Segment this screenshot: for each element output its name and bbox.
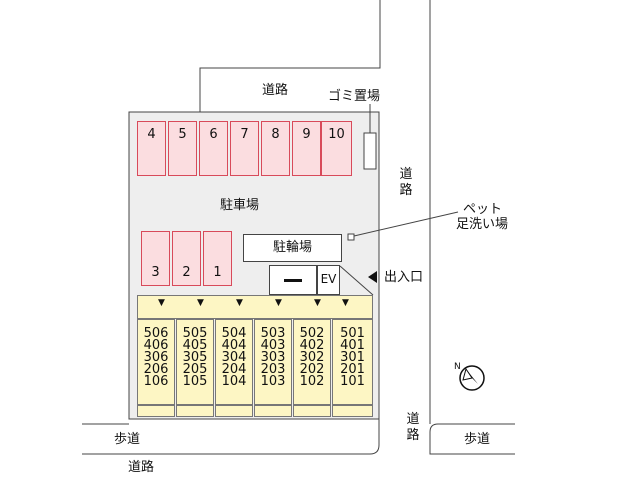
unit-column: 501 401 301 201 101 [332, 319, 373, 405]
unit-number: 304 [221, 350, 247, 365]
unit-number: 306 [143, 350, 169, 365]
garbage-box [363, 132, 377, 170]
parking-stall: 2 [172, 231, 201, 286]
unit-number: 206 [143, 362, 169, 377]
unit-number: 403 [260, 338, 286, 353]
unit-number: 305 [182, 350, 208, 365]
left-sidewalk-bottom [82, 419, 380, 455]
parking-stall: 4 [137, 121, 166, 176]
unit-number: 104 [221, 374, 247, 389]
sidewalk-left-label: 歩道 [114, 432, 141, 447]
svg-text:N: N [454, 362, 461, 372]
unit-number: 302 [299, 350, 325, 365]
unit-number: 202 [299, 362, 325, 377]
stair-box [269, 265, 317, 295]
unit-number: 301 [340, 350, 365, 365]
unit-number: 303 [260, 350, 286, 365]
parking-stall: 3 [141, 231, 170, 286]
unit-number: 404 [221, 338, 247, 353]
balcony-cell [254, 405, 292, 417]
pet-label: ペット [463, 202, 503, 217]
unit-number: 405 [182, 338, 208, 353]
unit-number: 501 [340, 326, 365, 341]
down-arrow-icon: ▼ [314, 298, 321, 308]
unit-column: 503 403 303 203 103 [254, 319, 292, 405]
down-arrow-icon: ▼ [236, 298, 243, 308]
unit-number: 204 [221, 362, 247, 377]
down-arrow-icon: ▼ [158, 298, 165, 308]
road-bottom-label: 道路 [128, 460, 155, 475]
parking-stall: 1 [203, 231, 232, 286]
pet-leader [353, 211, 459, 237]
sidewalk-right-label: 歩道 [464, 432, 491, 447]
unit-number: 504 [221, 326, 247, 341]
unit-column: 506 406 306 206 106 [137, 319, 175, 405]
down-arrow-icon: ▼ [342, 298, 349, 308]
unit-number: 102 [299, 374, 325, 389]
parking-stall: 5 [168, 121, 197, 176]
entrance-edge [339, 265, 374, 296]
parking-stall: 8 [261, 121, 290, 176]
balcony-cell [137, 405, 175, 417]
upper-property-line [199, 0, 381, 112]
pet-wash-box [347, 233, 355, 241]
balcony-cell [293, 405, 331, 417]
unit-number: 103 [260, 374, 286, 389]
road-center-label: 道路 [406, 412, 420, 443]
garbage-label: ゴミ置場 [328, 89, 381, 104]
unit-column: 505 405 305 205 105 [176, 319, 214, 405]
entrance-arrow-icon [368, 271, 377, 283]
ev-label: EV [320, 272, 337, 286]
parking-stall: 9 [292, 121, 321, 176]
balcony-cell [176, 405, 214, 417]
unit-number: 205 [182, 362, 208, 377]
unit-column: 502 402 302 202 102 [293, 319, 331, 405]
balcony-cell [215, 405, 253, 417]
north-compass-icon: N [454, 362, 485, 391]
parking-stall: 10 [321, 121, 352, 176]
parking-stall: 6 [199, 121, 228, 176]
down-arrow-icon: ▼ [275, 298, 282, 308]
unit-number: 506 [143, 326, 169, 341]
right-sidewalk [429, 423, 515, 455]
road-right-label: 道路 [399, 167, 413, 198]
unit-number: 503 [260, 326, 286, 341]
corridor-row [137, 295, 373, 319]
entrance-label: 出入口 [384, 270, 424, 285]
balcony-cell [332, 405, 373, 417]
down-arrow-icon: ▼ [197, 298, 204, 308]
parking-stall: 7 [230, 121, 259, 176]
unit-number: 106 [143, 374, 169, 389]
unit-column: 504 404 304 204 104 [215, 319, 253, 405]
unit-number: 203 [260, 362, 286, 377]
bicycle-label: 駐輪場 [272, 240, 312, 255]
parking-label: 駐車場 [220, 198, 260, 213]
bicycle-parking: 駐輪場 [243, 234, 342, 262]
unit-number: 101 [340, 374, 365, 389]
road-top-label: 道路 [262, 83, 289, 98]
stair-bar [284, 279, 302, 282]
unit-number: 401 [340, 338, 365, 353]
unit-number: 402 [299, 338, 325, 353]
unit-number: 505 [182, 326, 208, 341]
footwash-label: 足洗い場 [456, 217, 509, 232]
unit-number: 201 [340, 362, 365, 377]
ev-box: EV [317, 265, 340, 295]
unit-number: 502 [299, 326, 325, 341]
unit-number: 105 [182, 374, 208, 389]
unit-number: 406 [143, 338, 169, 353]
